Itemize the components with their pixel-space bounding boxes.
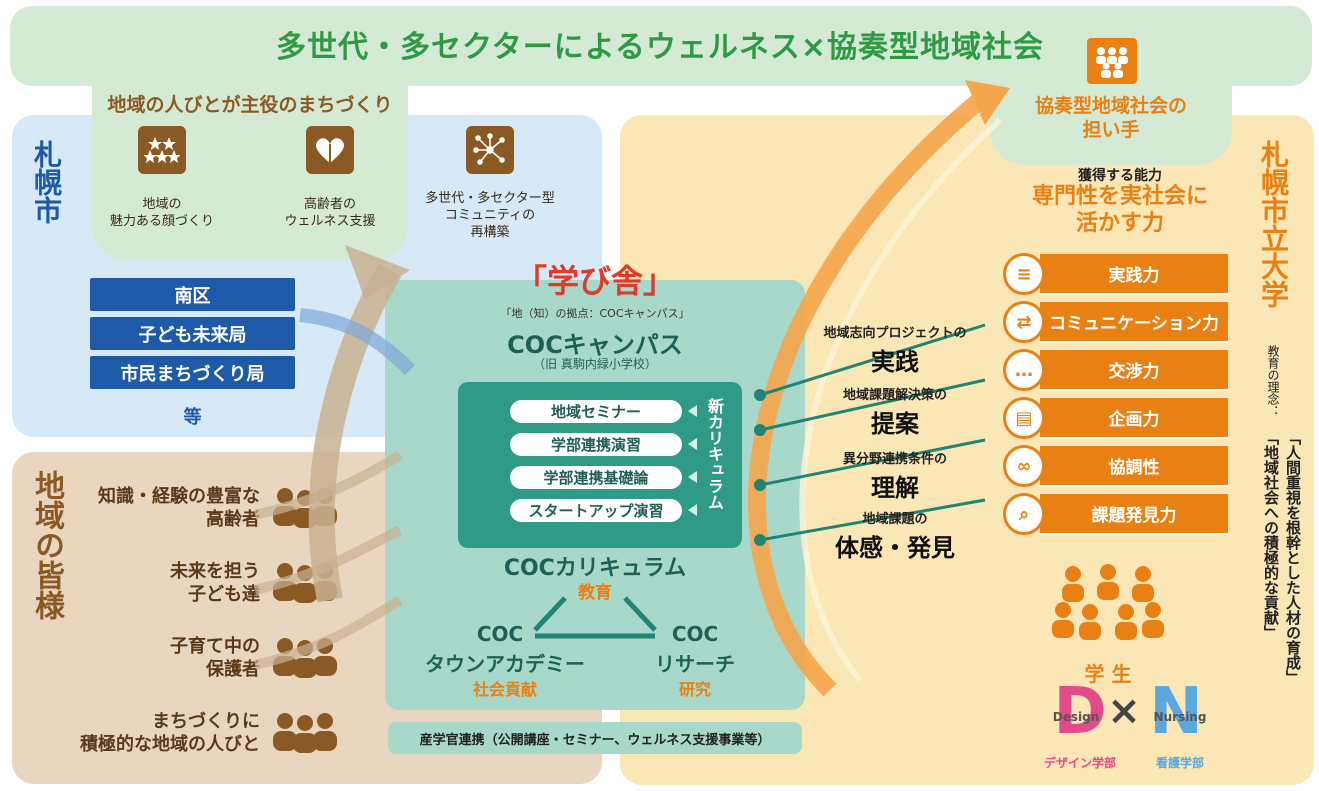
curriculum-item: 地域セミナー [510,400,682,423]
link-icon: ∞ [1003,445,1045,487]
research-coc: COC [671,622,719,646]
ability-jissen: 実践力 [1040,254,1228,295]
community-icon [1087,38,1137,84]
manabiya-title: 「学び舎」 [514,262,675,300]
sapporo-item-shimin: 市民まちづくり局 [90,356,295,389]
sapporo-etc: 等 [183,407,202,428]
stage-4-small: 地域課題の [862,512,928,527]
list-icon: ≡ [1003,253,1045,295]
stage-1-big: 実践 [871,348,919,376]
town-academy: タウンアカデミー [425,652,585,676]
banner-title: 多世代・多セクターによるウェルネス×協奏型地域社会 [275,30,1045,65]
philosophy-label: 教育の理念： [1266,345,1280,417]
tile-face [112,126,212,206]
heart-icon [306,126,354,174]
stage-4-big: 体感・発見 [835,534,955,562]
sapporo-item-minami: 南区 [90,278,295,311]
ability-headline: 専門性を実社会に 活かす力 [1031,184,1208,236]
magnifier-icon: ⌕ [1003,493,1045,535]
design-word: Design [1052,710,1100,724]
ability-negotiation: 交渉力 [1040,350,1228,391]
curriculum-item: 学部連携演習 [510,433,682,456]
stage-2-big: 提案 [871,410,919,438]
speech-icon: … [1003,349,1045,391]
coc-curriculum: COCカリキュラム [503,556,687,581]
stage-2-small: 地域課題解決策の [842,388,947,403]
stars-icon [138,126,186,174]
ability-cooperation: 協調性 [1040,446,1228,487]
nursing-letter: N [1149,675,1203,749]
resident-label-elderly: 知識・経験の豊富な 高齢者 [98,486,260,530]
stage-1-small: 地域志向プロジェクトの [823,326,967,341]
residents-title: 地域の皆様 [29,470,64,620]
ability-planning: 企画力 [1040,398,1228,439]
network-icon [466,126,514,174]
community-tab-label: 協奏型地域社会の 担い手 [1034,95,1187,141]
pointer-icon [688,504,697,516]
pointer-icon [688,405,697,417]
banner-subtitle: 地域の人びとが主役のまちづくり [107,94,393,116]
manabiya-subtitle: 「地（知）の拠点：COCキャンパス」 [500,307,690,320]
tile-wellness-label: 高齢者の ウェルネス支援 [284,197,376,229]
curriculum-item: 学部連携基礎論 [510,466,682,489]
sapporo-item-kodomo: 子ども未来局 [90,317,295,350]
exchange-icon: ⇄ [1003,301,1045,343]
stage-3-small: 異分野連携条件の [842,452,947,467]
resident-label-parents: 子育て中の 保護者 [170,636,260,680]
tile-wellness [280,126,380,206]
people-icon [273,713,337,753]
pointer-icon [688,471,697,483]
education-label: 教育 [578,583,612,603]
triangle-links [533,596,657,639]
tile-community-label: 多世代・多セクター型 コミュニティの 再構築 [425,191,555,240]
ability-discovery: 課題発見力 [1040,494,1228,535]
stage-3-big: 理解 [871,474,919,502]
students-label: 学 生 [1084,662,1132,686]
ability-communication: コミュニケーション力 [1040,302,1228,343]
pointer-icon [688,438,697,450]
sapporo-city-title: 札幌市 [30,140,63,224]
industry-partnership: 産学官連携（公開講座・セミナー、ウェルネス支援事業等） [388,722,802,754]
philosophy-2: 「地域社会への積極的な貢献」 [1262,430,1280,640]
acquire-label: 獲得する能力 [1078,168,1162,184]
students-icon [1052,564,1164,640]
resident-label-children: 未来を担う 子ども達 [170,561,260,605]
new-curriculum-label: 新カリキュラム [705,398,724,510]
documents-icon: ▤ [1003,397,1045,439]
research-label: 研究 [678,680,711,699]
cross-icon: × [1107,688,1141,734]
design-letter: D [1053,675,1107,749]
town-academy-coc: COC [476,622,524,646]
tile-community [440,126,540,206]
tile-face-label: 地域の 魅力ある顔づくり [109,197,214,229]
campus-note: （旧 真駒内緑小学校） [533,357,657,371]
resident-label-active: まちづくりに 積極的な地域の人びと [80,711,260,755]
research-title: リサーチ [655,652,735,676]
nursing-faculty: 看護学部 [1155,756,1204,770]
university-title: 札幌市立大学 [1257,140,1290,308]
curriculum-item: スタートアップ演習 [510,499,682,522]
social-contribution: 社会貢献 [472,680,537,699]
design-faculty: デザイン学部 [1043,756,1116,770]
nursing-word: Nursing [1153,710,1207,724]
philosophy-1: 「人間重視を根幹とした人材の育成」 [1284,430,1302,685]
campus-name: COCキャンパス [507,331,683,359]
